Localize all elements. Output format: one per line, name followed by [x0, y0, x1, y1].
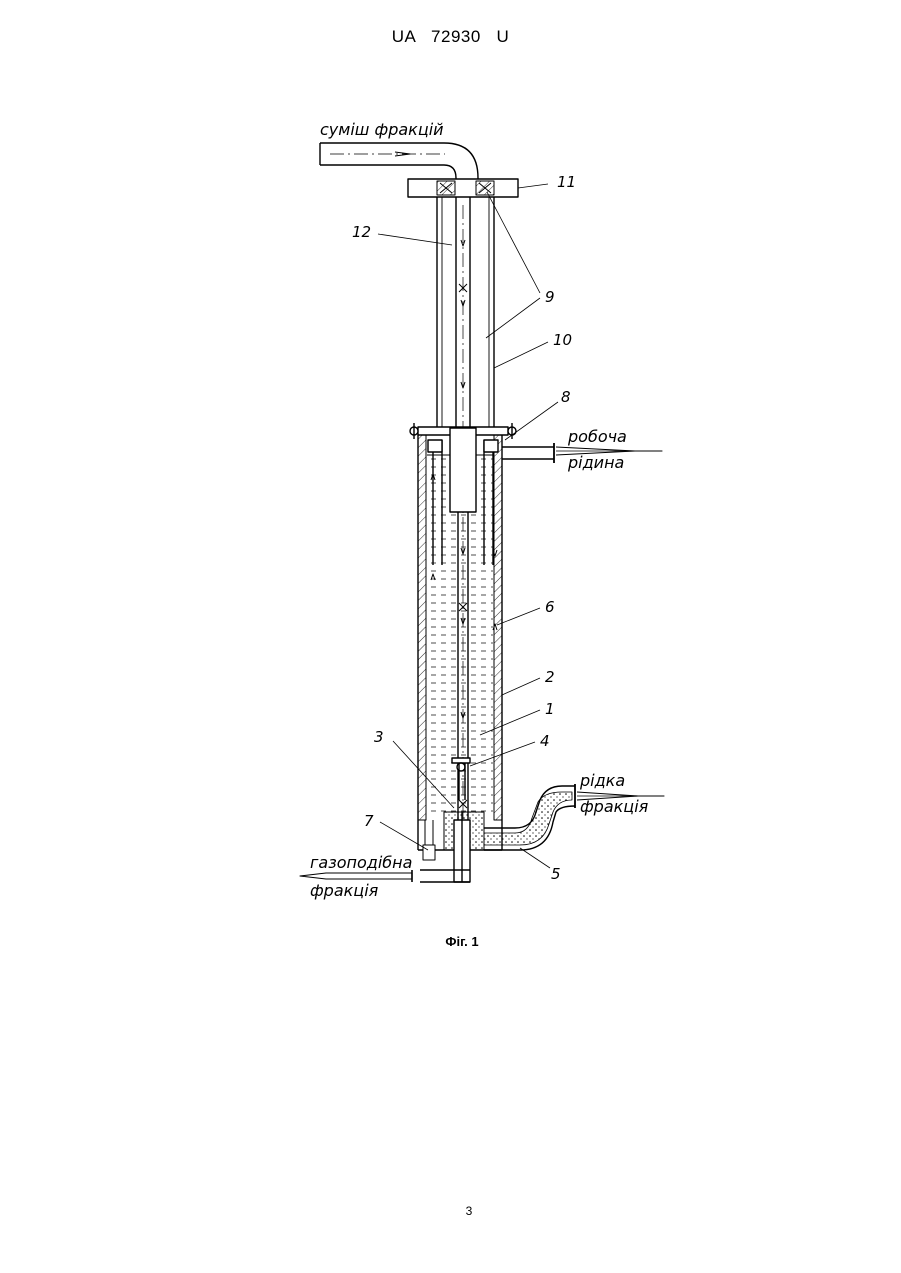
part-number-5: 5: [551, 865, 561, 883]
part-number-9: 9: [545, 288, 555, 306]
part-number-7: 7: [364, 812, 374, 830]
part-number-1: 1: [545, 700, 555, 718]
label-inlet-mixture: суміш фракцій: [320, 120, 444, 139]
part-number-3: 3: [374, 728, 384, 746]
label-liquid-fraction-1: рідка: [579, 771, 625, 790]
part-number-6: 6: [545, 598, 555, 616]
label-gas-fraction-2: фракція: [310, 881, 379, 900]
part-number-4: 4: [540, 732, 550, 750]
label-working-fluid-1: робоча: [567, 427, 627, 446]
part-number-2: 2: [545, 668, 555, 686]
flange-11: [408, 179, 518, 197]
liquid-outlet-pipe-5: [484, 784, 664, 850]
label-working-fluid-2: рідина: [567, 453, 624, 472]
part-number-12: 12: [352, 223, 371, 241]
part-number-11: 11: [557, 173, 576, 191]
part-number-10: 10: [553, 331, 572, 349]
outer-tube-10: [437, 197, 494, 428]
label-gas-fraction-1: газоподібна: [310, 853, 412, 872]
figure-caption: Фіг. 1: [0, 934, 901, 949]
label-liquid-fraction-2: фракція: [580, 797, 649, 816]
page-number: 3: [0, 1204, 901, 1218]
part-number-8: 8: [561, 388, 571, 406]
bottom-chamber: [418, 812, 502, 882]
